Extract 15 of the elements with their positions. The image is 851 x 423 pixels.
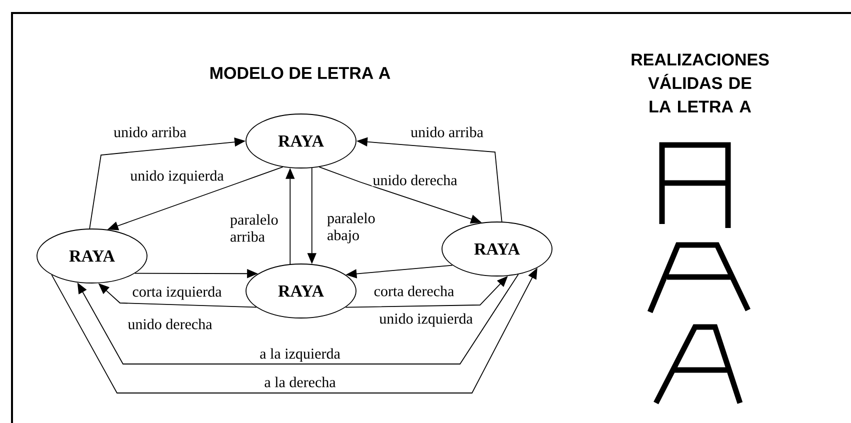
heading: REALIZACIONES VÁLIDAS DE LA LETRA A — [632, 54, 769, 112]
edge-label: unido izquierda — [378, 312, 474, 328]
edge-label: a la izquierda — [258, 347, 342, 363]
edge-label: unido arriba — [410, 126, 484, 138]
arrow — [77, 274, 519, 364]
edge-label: corta derecha — [372, 284, 456, 298]
edge-label: unido derecha — [372, 174, 458, 186]
edge-label: unido arriba — [112, 126, 188, 138]
edge-label: a la derecha — [263, 376, 337, 388]
title: MODELO DE LETRA A — [210, 66, 390, 80]
edge-label: unido derecha — [126, 318, 214, 330]
edge-label: paralelo abajo — [326, 212, 375, 244]
edge-label: unido izquierda — [129, 169, 225, 185]
edge-label: paralelo arriba — [229, 213, 278, 243]
edge-label: corta izquierda — [131, 285, 223, 301]
